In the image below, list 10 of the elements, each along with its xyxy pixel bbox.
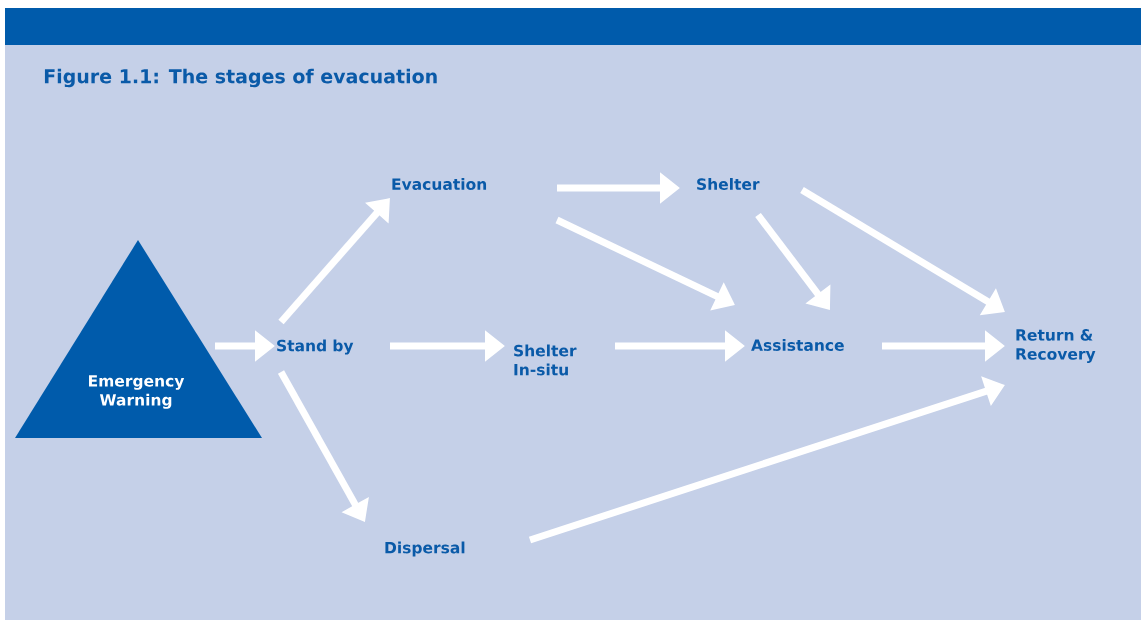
arrow <box>755 212 831 310</box>
stage-label: Return & Recovery <box>1016 329 1096 363</box>
stage-label: Shelter In-situ <box>514 344 577 376</box>
stage-label: Dispersal <box>385 541 465 557</box>
warning-triangle: Emergency Warning <box>15 240 262 438</box>
stage-label: Stand by <box>277 339 354 355</box>
stage-label: Evacuation <box>392 178 487 190</box>
stage-label: Shelter <box>697 178 760 190</box>
figure-title: Figure 1.1: The stages of evacuation <box>44 68 437 88</box>
stage-label: Assistance <box>751 339 844 351</box>
